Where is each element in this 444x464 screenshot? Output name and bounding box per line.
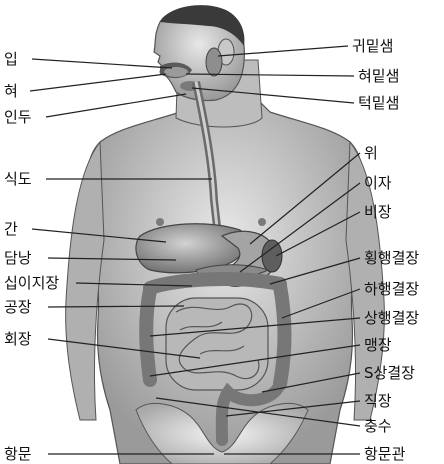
label-jejunum: 공장 [4,298,32,316]
label-gallbladder: 담낭 [4,249,32,267]
label-pancreas: 이자 [364,174,392,192]
label-liver: 간 [4,220,18,238]
descending-colon [280,286,285,384]
label-cecum: 맹장 [364,336,392,354]
label-ascending-colon: 상행결장 [364,309,419,327]
label-ileum: 회장 [4,330,32,348]
parotid-gland [206,48,222,76]
label-pharynx: 인두 [4,108,32,126]
label-sigmoid-colon: S상결장 [364,364,415,382]
label-duodenum: 십이지장 [4,274,59,292]
label-anal-canal: 항문관 [364,445,406,463]
label-rectum: 직장 [364,392,392,410]
label-parotid-gland: 귀밑샘 [352,37,393,55]
small-intestine [166,298,268,390]
left-nipple [156,218,164,226]
label-appendix: 충수 [364,417,392,435]
spleen [262,240,282,272]
label-tongue: 혀 [4,82,18,100]
ascending-colon [146,290,150,380]
label-anus: 항문 [4,445,32,463]
label-transverse-colon: 횡행결장 [364,249,419,267]
label-mouth: 입 [4,50,18,68]
right-nipple [258,218,266,226]
tongue [164,67,188,77]
left-labels: 입 혀 인두 식도 간 담낭 십이지장 공장 회장 항문 [4,50,59,463]
label-sublingual-gland: 혀밑샘 [358,67,399,85]
label-esophagus: 식도 [4,170,32,188]
label-spleen: 비장 [364,203,392,221]
label-submandibular-gland: 턱밑샘 [358,94,399,112]
left-arm [66,142,104,420]
label-stomach: 위 [364,144,378,162]
label-descending-colon: 하행결장 [364,280,419,298]
